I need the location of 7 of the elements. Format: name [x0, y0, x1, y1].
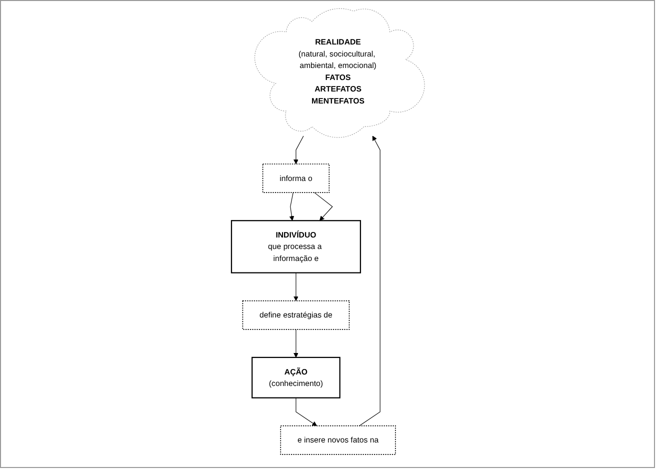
arrow — [293, 329, 298, 358]
arrow — [314, 192, 332, 221]
arrow — [288, 192, 294, 221]
arrow — [358, 136, 380, 426]
arrow — [293, 136, 304, 164]
arrow — [295, 398, 317, 426]
arrow — [293, 272, 298, 302]
